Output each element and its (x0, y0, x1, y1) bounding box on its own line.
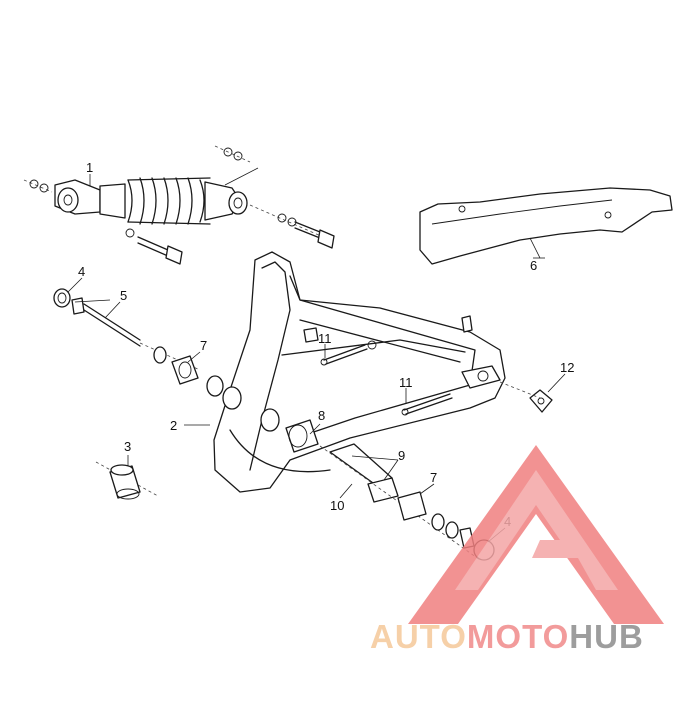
callout-4-top: 4 (78, 264, 85, 279)
callouts: 1 2 3 4 4 5 6 7 7 8 9 10 11 11 12 (78, 160, 574, 529)
watermark-auto: AUTO (370, 618, 467, 655)
bushing (95, 461, 159, 500)
bushing-8 (285, 419, 319, 453)
callout-8: 8 (318, 408, 325, 423)
watermark-moto: MOTO (467, 618, 569, 655)
callout-11-top: 11 (318, 331, 332, 346)
svg-text:AUTOMOTOHUB: AUTOMOTOHUB (370, 618, 644, 655)
callout-1: 1 (86, 160, 93, 175)
callout-10: 10 (330, 498, 344, 513)
callout-7-bottom: 7 (430, 470, 437, 485)
bolts-11 (320, 340, 453, 416)
callout-7-top: 7 (200, 338, 207, 353)
chain-adjuster-plate (499, 381, 553, 413)
callout-3: 3 (124, 439, 131, 454)
callout-5: 5 (120, 288, 127, 303)
watermark-inner-mark (455, 470, 618, 590)
callout-12: 12 (560, 360, 574, 375)
callout-2: 2 (170, 418, 177, 433)
callout-6: 6 (530, 258, 537, 273)
chain-guard (419, 187, 673, 265)
watermark-logo: AUTOMOTOHUB (370, 445, 664, 655)
leader-lines (67, 174, 566, 543)
watermark-hub: HUB (569, 618, 644, 655)
callout-11-bottom: 11 (399, 375, 413, 390)
shock-absorber (23, 145, 335, 265)
pivot-bolt (53, 288, 201, 385)
callout-9: 9 (398, 448, 405, 463)
